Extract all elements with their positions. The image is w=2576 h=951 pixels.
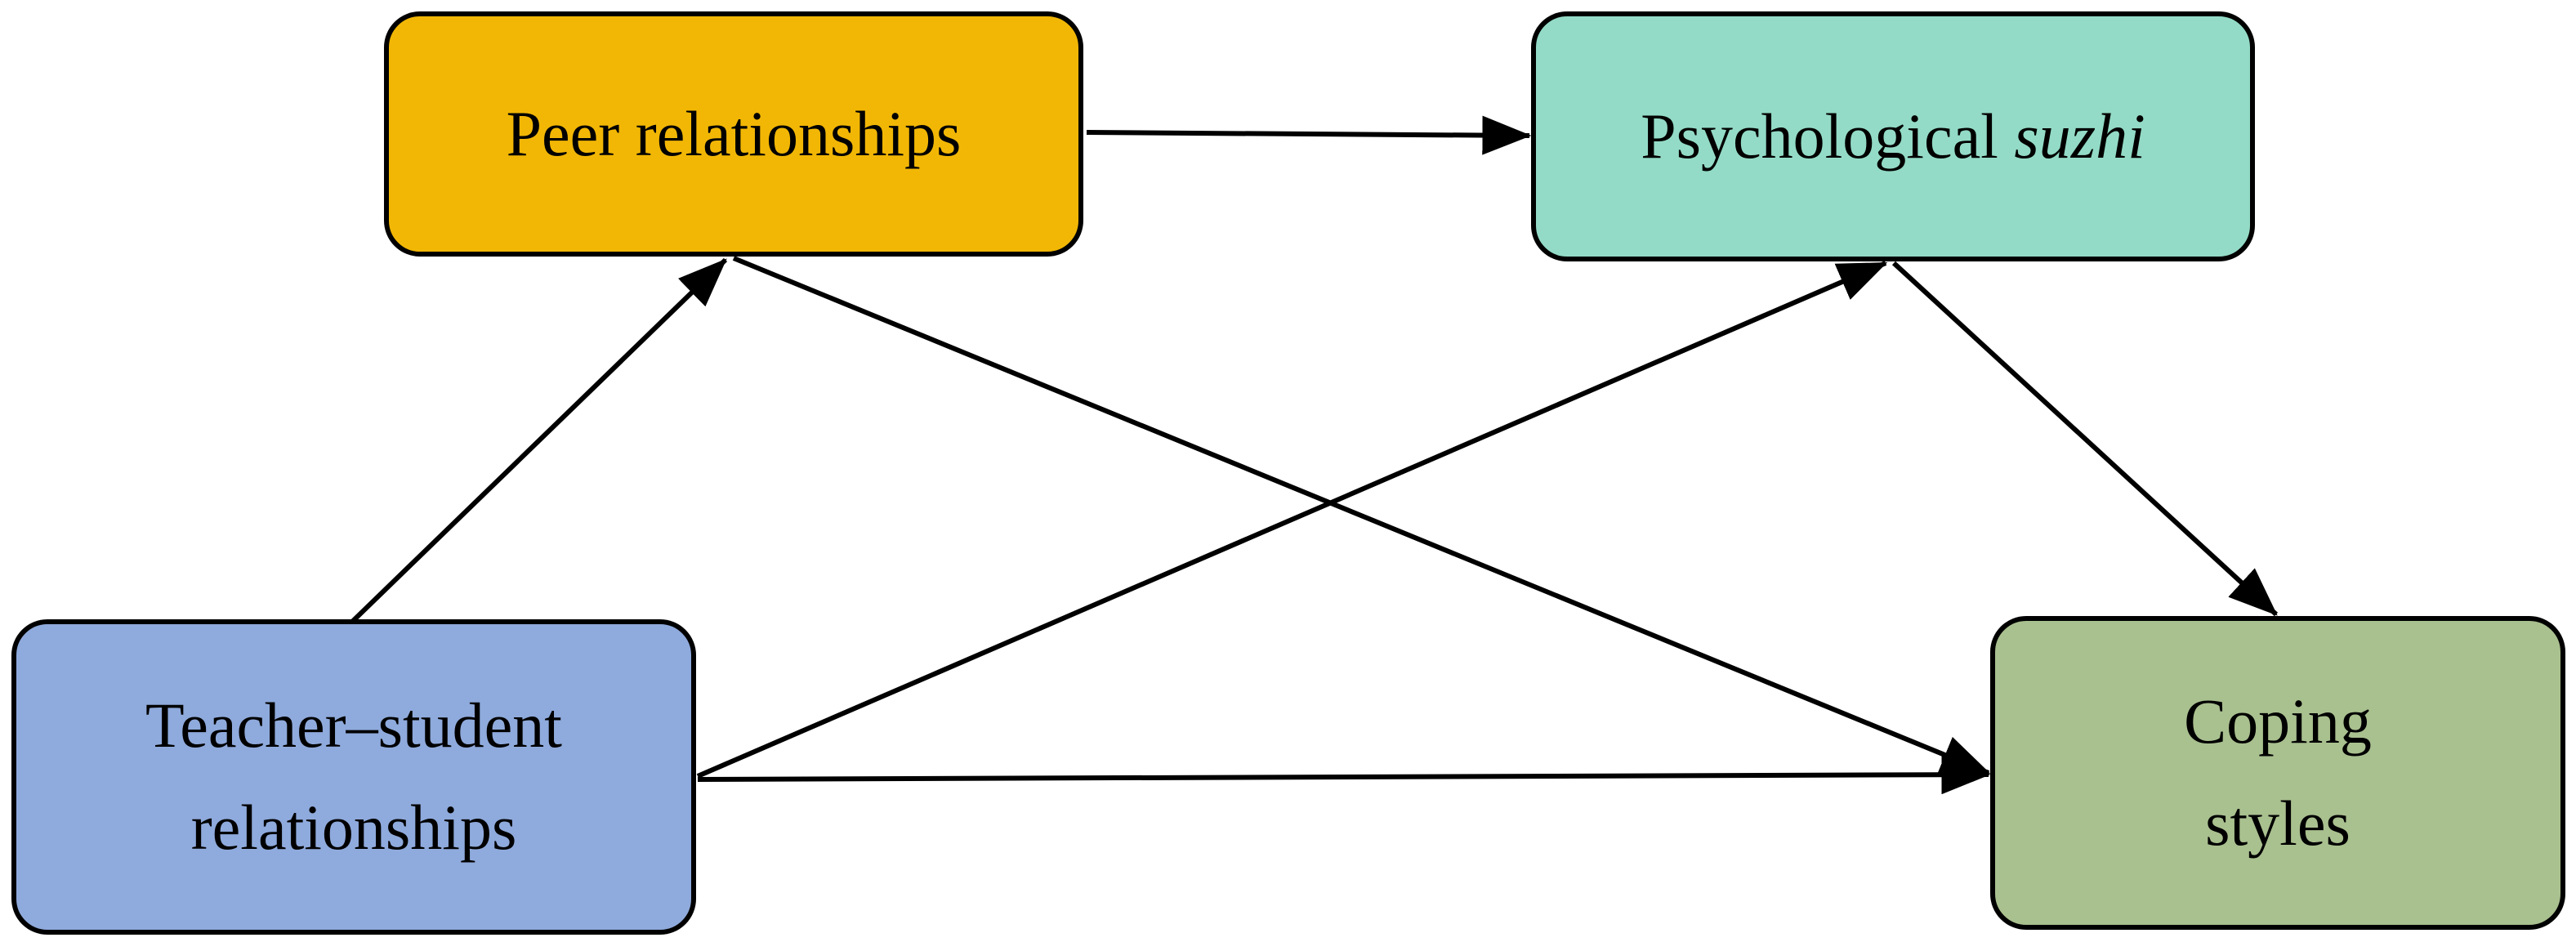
node-peer-relationships: Peer relationships [384,11,1083,257]
node-psych-label: Psychological suzhi [1641,86,2145,188]
edge-teacher-to-psych [696,261,1888,779]
edge-peer-to-coping [732,256,1991,775]
node-coping-label-line1: Coping [2184,685,2372,757]
node-psychological-suzhi: Psychological suzhi [1531,11,2255,261]
edge-peer-to-psych [1086,115,1532,155]
node-teacher-student-relationships: Teacher–student relationships [11,619,696,935]
node-coping-styles: Coping styles [1990,616,2565,930]
node-psych-label-italic: suzhi [2014,100,2145,172]
node-peer-label: Peer relationships [506,97,962,169]
edge-teacher-to-peer [350,257,728,623]
node-teacher-label-line2: relationships [190,792,517,863]
edge-teacher-to-coping [697,755,1991,795]
node-coping-label-line2: styles [2205,788,2351,859]
node-psych-label-prefix: Psychological [1641,100,2015,172]
node-teacher-label-line1: Teacher–student [145,690,562,761]
edge-psych-to-coping [1891,261,2279,617]
